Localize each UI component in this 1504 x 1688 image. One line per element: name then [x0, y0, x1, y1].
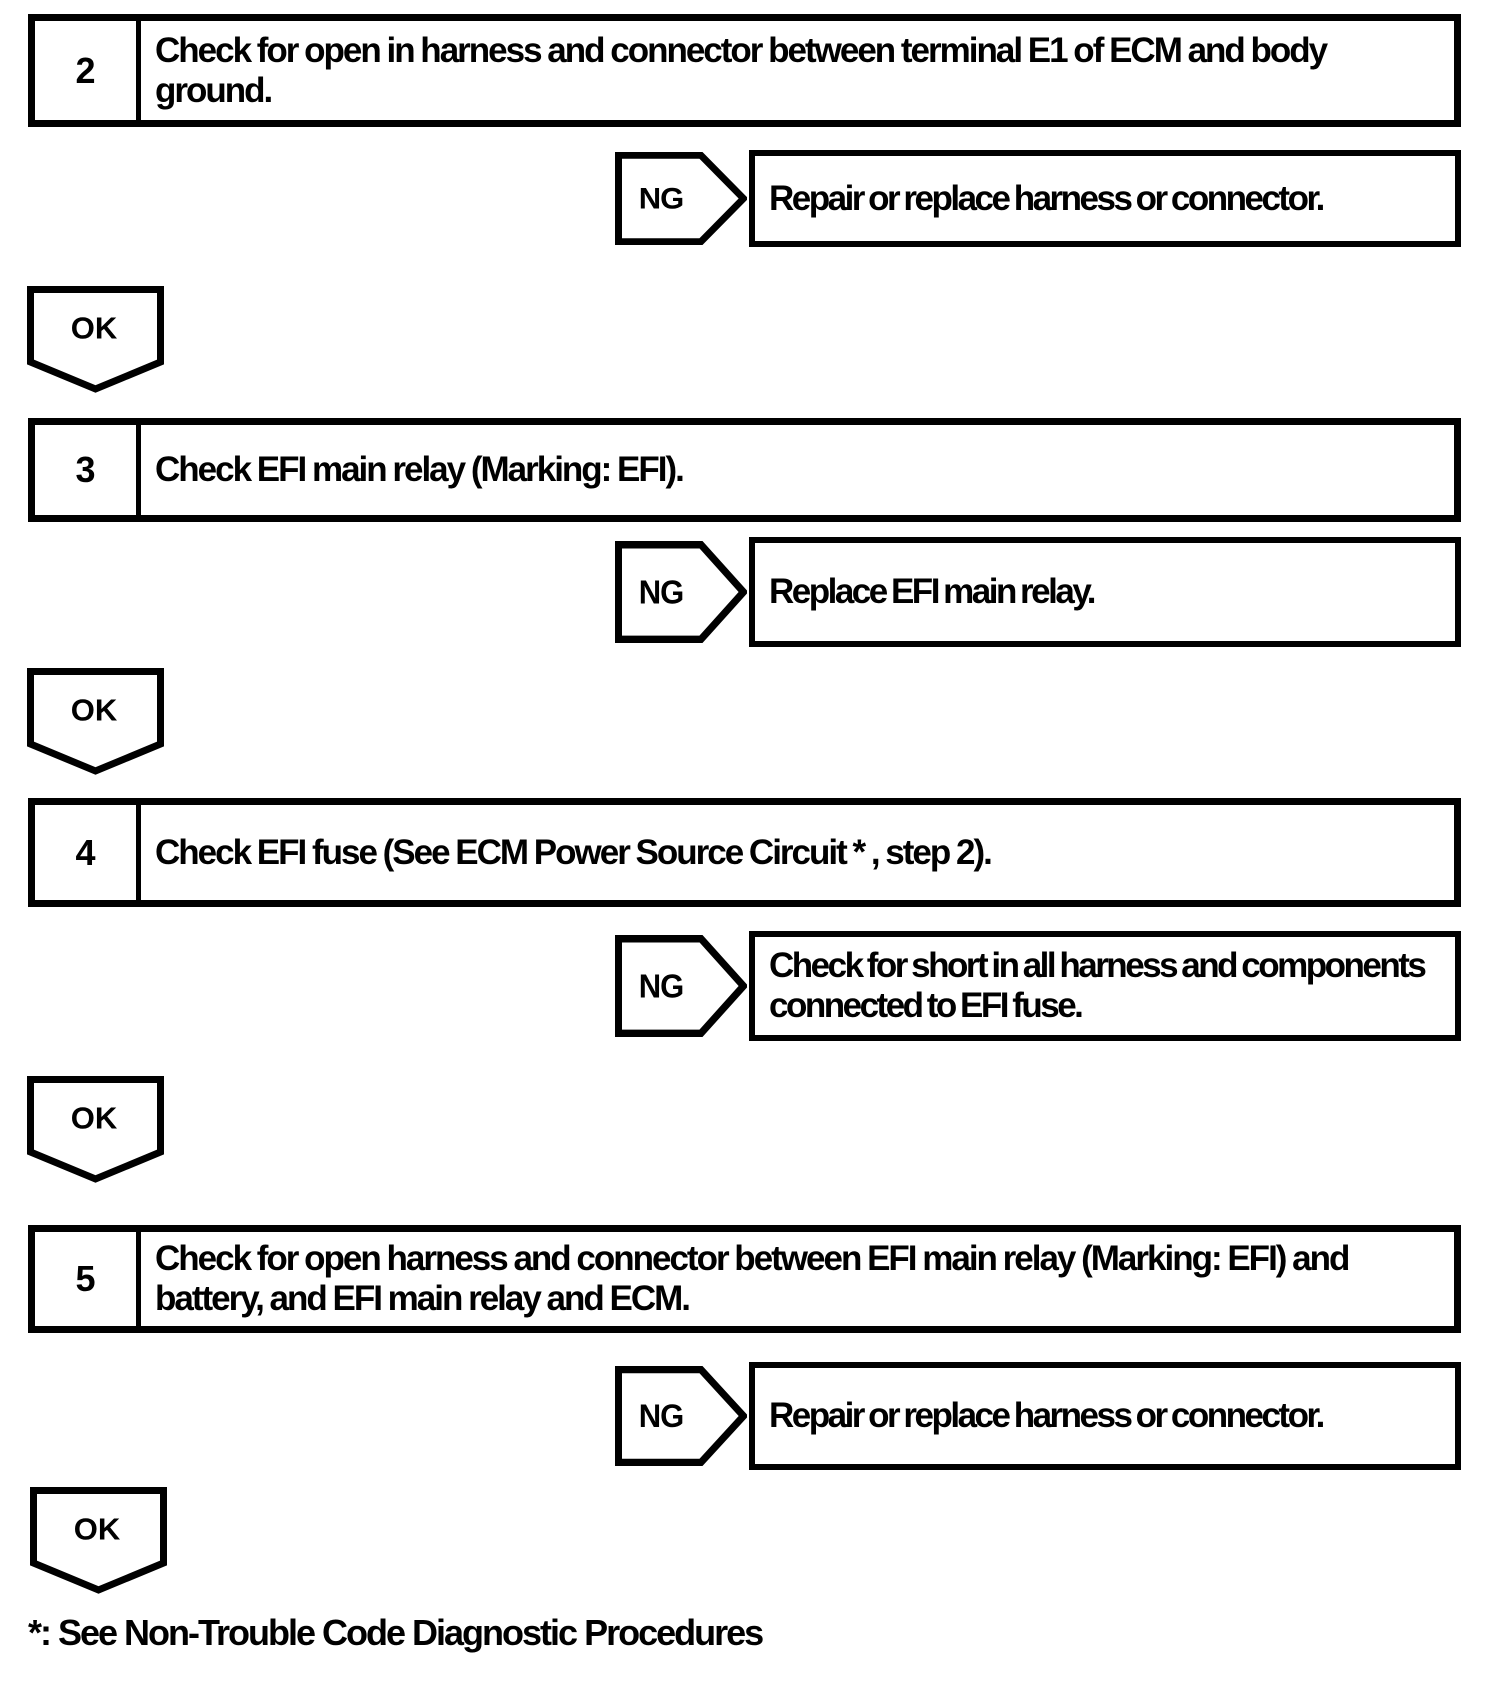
- ng-branch-2: NG Repair or replace harness or connecto…: [615, 150, 1461, 247]
- ok-label: OK: [71, 693, 118, 728]
- ng-branch-4: NG Check for short in all harness and co…: [615, 931, 1461, 1041]
- ng-branch-5: NG Repair or replace harness or connecto…: [615, 1362, 1461, 1470]
- step-number-cell: 5: [35, 1232, 141, 1326]
- ok-label: OK: [74, 1512, 121, 1547]
- step-text-value: Check EFI fuse (See ECM Power Source Cir…: [155, 832, 993, 872]
- ng-result-text: Check for short in all harness and compo…: [769, 946, 1427, 1025]
- ok-pentagon-icon: OK: [27, 668, 164, 775]
- footnote: *: See Non-Trouble Code Diagnostic Proce…: [28, 1612, 764, 1653]
- ng-result-box: Repair or replace harness or connector.: [749, 150, 1461, 247]
- step-box-4: 4 Check EFI fuse (See ECM Power Source C…: [28, 798, 1461, 907]
- ng-result-text: Repair or replace harness or connector.: [769, 178, 1325, 218]
- step-text-value: Check EFI main relay (Marking: EFI).: [155, 450, 685, 490]
- ng-branch-3: NG Replace EFI main relay.: [615, 537, 1461, 647]
- ng-pentagon-icon: NG: [615, 152, 747, 245]
- ok-label: OK: [71, 311, 118, 346]
- step-number-cell: 4: [35, 805, 141, 900]
- ok-label: OK: [71, 1101, 118, 1136]
- ng-label: NG: [639, 573, 683, 610]
- ng-result-text: Replace EFI main relay.: [769, 572, 1096, 612]
- ng-label: NG: [639, 182, 683, 215]
- step-number: 3: [75, 449, 96, 490]
- step-box-3: 3 Check EFI main relay (Marking: EFI).: [28, 418, 1461, 522]
- ng-result-box: Repair or replace harness or connector.: [749, 1362, 1461, 1470]
- step-number-cell: 3: [35, 425, 141, 515]
- ng-label: NG: [639, 967, 683, 1004]
- ok-pentagon-icon: OK: [27, 286, 164, 393]
- step-text-value: Check for open in harness and connector …: [155, 30, 1328, 110]
- step-number: 4: [75, 831, 96, 873]
- ng-pentagon-icon: NG: [615, 541, 747, 643]
- step-text: Check for open harness and connector bet…: [141, 1232, 1454, 1326]
- ok-pentagon-icon: OK: [30, 1487, 167, 1594]
- ng-pentagon-icon: NG: [615, 935, 747, 1037]
- step-text-value: Check for open harness and connector bet…: [155, 1239, 1350, 1318]
- step-number: 2: [75, 49, 96, 91]
- step-box-5: 5 Check for open harness and connector b…: [28, 1225, 1461, 1333]
- ok-pentagon-icon: OK: [27, 1076, 164, 1183]
- step-box-2: 2 Check for open in harness and connecto…: [28, 14, 1461, 127]
- ng-result-text: Repair or replace harness or connector.: [769, 1396, 1325, 1436]
- step-number: 5: [75, 1258, 96, 1299]
- step-text: Check EFI main relay (Marking: EFI).: [141, 425, 1454, 515]
- step-text: Check for open in harness and connector …: [141, 21, 1454, 120]
- ng-result-box: Check for short in all harness and compo…: [749, 931, 1461, 1041]
- step-number-cell: 2: [35, 21, 141, 120]
- ng-label: NG: [639, 1398, 683, 1435]
- ng-pentagon-icon: NG: [615, 1366, 747, 1466]
- step-text: Check EFI fuse (See ECM Power Source Cir…: [141, 805, 1454, 900]
- ng-result-box: Replace EFI main relay.: [749, 537, 1461, 647]
